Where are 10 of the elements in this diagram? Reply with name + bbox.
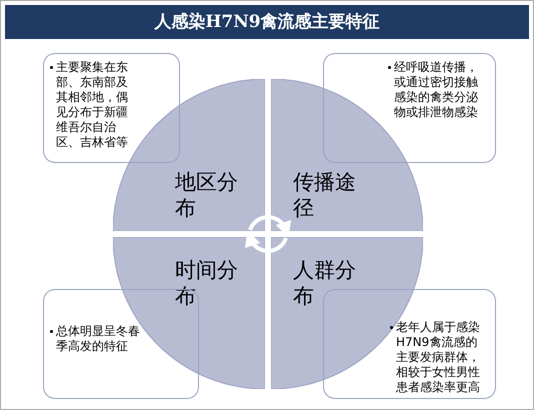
curved-arrow xyxy=(248,215,290,238)
bullet-text: 经呼吸道传播，或通过密切接触感染的禽类分泌物或排泄物感染 xyxy=(394,60,479,120)
bullet-text: 主要聚集在东部、东南部及其相邻地，偶见分布于新疆维吾尔自治区、吉林省等 xyxy=(56,60,129,150)
segment-label: 地区分布 xyxy=(175,169,239,221)
bullet-text: 老年人属于感染H7N9禽流感的主要发病群体，相较于女性男性患者感染率更高 xyxy=(396,320,481,395)
segment-label: 传播途径 xyxy=(293,169,357,221)
title-banner: 人感染H7N9禽流感主要特征 xyxy=(5,5,529,39)
segment-label: 人群分布 xyxy=(293,257,357,309)
bullet-text: 总体明显呈冬春季高发的特征 xyxy=(56,324,141,354)
curved-arrow xyxy=(246,230,288,253)
